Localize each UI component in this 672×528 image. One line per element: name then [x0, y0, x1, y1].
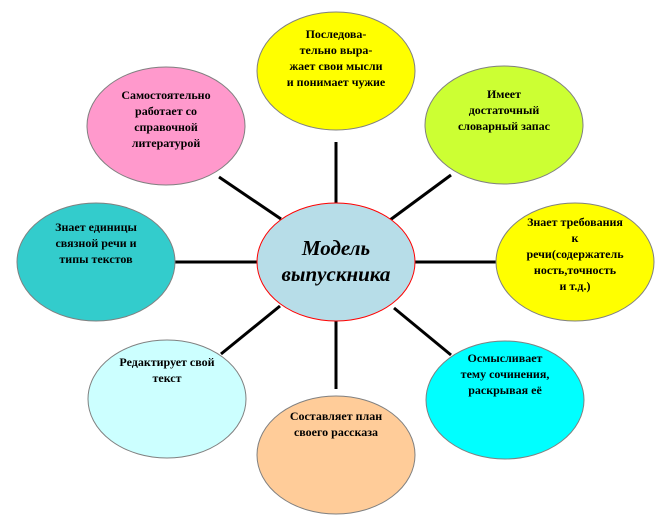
node-label-line: жает свои мысли — [289, 59, 382, 73]
node-label-line: Знает единицы — [55, 220, 137, 234]
node-label-line: Составляет план — [290, 409, 382, 423]
node-ellipse-top-right — [424, 65, 584, 185]
node-ellipse-top-left — [86, 66, 246, 186]
connector-bottom-right — [393, 306, 452, 357]
node-label-line: и понимает чужие — [287, 75, 386, 89]
node-label-line: текст — [152, 371, 181, 385]
node-label-bottom-left: Редактирует свой текст — [119, 355, 214, 385]
node-ellipse-right — [495, 202, 655, 322]
node-label-line: типы текстов — [59, 252, 133, 266]
node-label-top-left: Самостоятельно работает со справочной литер… — [121, 88, 210, 150]
node-ellipse-left — [16, 202, 176, 322]
node-label-line: словарный запас — [458, 119, 551, 133]
node-label-line: Осмысливает — [468, 351, 543, 365]
node-label-left: Знает единицы связной речи и типы текстов — [55, 220, 137, 266]
node-label-line: Редактирует свой — [119, 355, 214, 369]
node-label-line: достаточный — [469, 103, 540, 117]
node-ellipse-bottom — [256, 395, 416, 515]
node-label-line: ность,точность — [534, 263, 617, 277]
center-title-line: выпускника — [282, 262, 391, 286]
node-label-line: Имеет — [487, 87, 521, 101]
node-label-line: тельно выра- — [300, 43, 373, 57]
node-label-line: и т.д.) — [560, 279, 591, 293]
node-label-line: речи(содержатель — [526, 247, 624, 261]
center-title-line: Модель — [301, 236, 370, 260]
node-top-left: Самостоятельно работает со справочной литер… — [86, 66, 246, 186]
nodes: Последова-тельно выра-жает свои мысли и п… — [16, 11, 655, 515]
node-ellipse-top — [256, 11, 416, 131]
node-bottom: Составляет план своего рассказа — [256, 395, 416, 515]
node-label-top-right: Имеет достаточный словарный запас — [458, 87, 551, 133]
node-top: Последова-тельно выра-жает свои мысли и п… — [256, 11, 416, 131]
node-label-right: Знает требования к речи(содержатель ность,т… — [526, 215, 624, 293]
node-label-line: своего рассказа — [294, 425, 378, 439]
node-label-line: литературой — [132, 136, 201, 150]
node-label-top: Последова-тельно выра-жает свои мысли и п… — [287, 27, 386, 89]
node-top-right: Имеет достаточный словарный запас — [424, 65, 584, 185]
connector-top-right — [389, 173, 452, 222]
node-bottom-left: Редактирует свой текст — [87, 339, 247, 459]
node-label-line: справочной — [134, 120, 198, 134]
node-label-line: Знает требования — [527, 215, 623, 229]
node-label-line: раскрывая её — [468, 383, 542, 397]
node-label-bottom-right: Осмысливает тему сочинения, раскрывая её — [461, 351, 550, 397]
node-label-line: Последова- — [306, 27, 367, 41]
node-label-line: Самостоятельно — [121, 88, 210, 102]
node-label-line: к — [572, 231, 579, 245]
node-left: Знает единицы связной речи и типы текстов — [16, 202, 176, 322]
node-label-line: работает со — [135, 104, 197, 118]
node-right: Знает требования к речи(содержатель ность,т… — [495, 202, 655, 322]
connectors — [175, 142, 496, 389]
node-label-line: связной речи и — [55, 236, 136, 250]
connector-top-left — [218, 175, 282, 221]
node-ellipse-bottom-right — [425, 340, 585, 460]
node-bottom-right: Осмысливает тему сочинения, раскрывая её — [425, 340, 585, 460]
node-label-line: тему сочинения, — [461, 367, 550, 381]
center-ellipse — [256, 202, 416, 322]
node-label-bottom: Составляет план своего рассказа — [290, 409, 382, 439]
connector-bottom-left — [220, 304, 281, 356]
node-ellipse-bottom-left — [87, 339, 247, 459]
